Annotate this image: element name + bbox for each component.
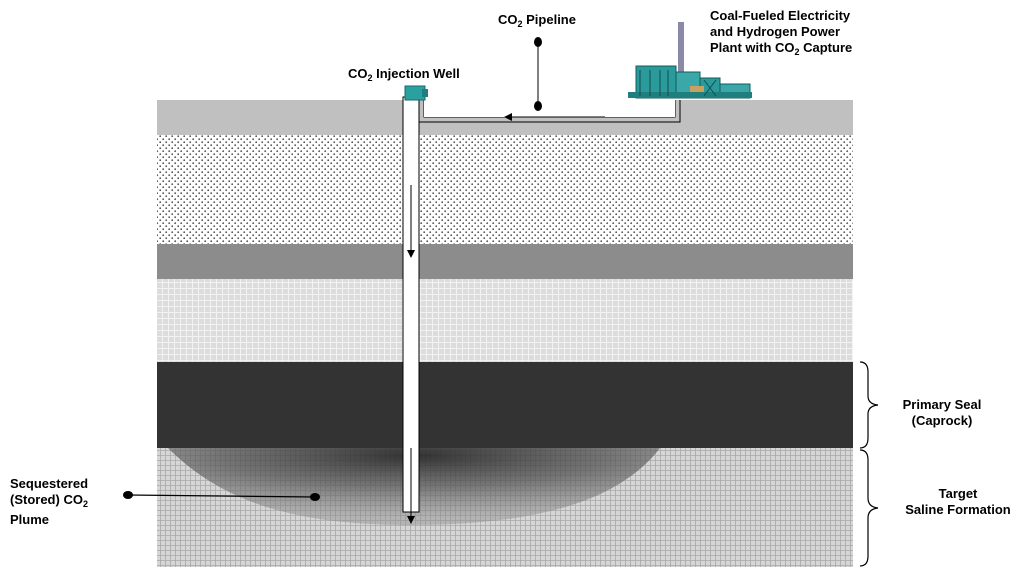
pipeline-label: CO2 Pipeline (498, 12, 576, 29)
mid-rock-band (157, 244, 853, 279)
saline-formation-brace (859, 449, 879, 567)
plume-label: Sequestered (Stored) CO2 Plume (10, 476, 89, 527)
caprock-layer (157, 362, 853, 448)
injection-well-label: CO2 Injection Well (348, 66, 460, 83)
primary-seal-label: Primary Seal (Caprock) (902, 397, 982, 428)
plume-leader (127, 494, 316, 498)
primary-seal-brace (859, 361, 879, 449)
target-formation-label: Target Saline Formation (905, 486, 1011, 517)
light-rock-layer (157, 279, 853, 362)
dotted-sediment-layer (157, 135, 853, 244)
power-plant-icon (628, 22, 752, 99)
power-plant-label: Coal-Fueled Electricity and Hydrogen Pow… (710, 8, 853, 57)
